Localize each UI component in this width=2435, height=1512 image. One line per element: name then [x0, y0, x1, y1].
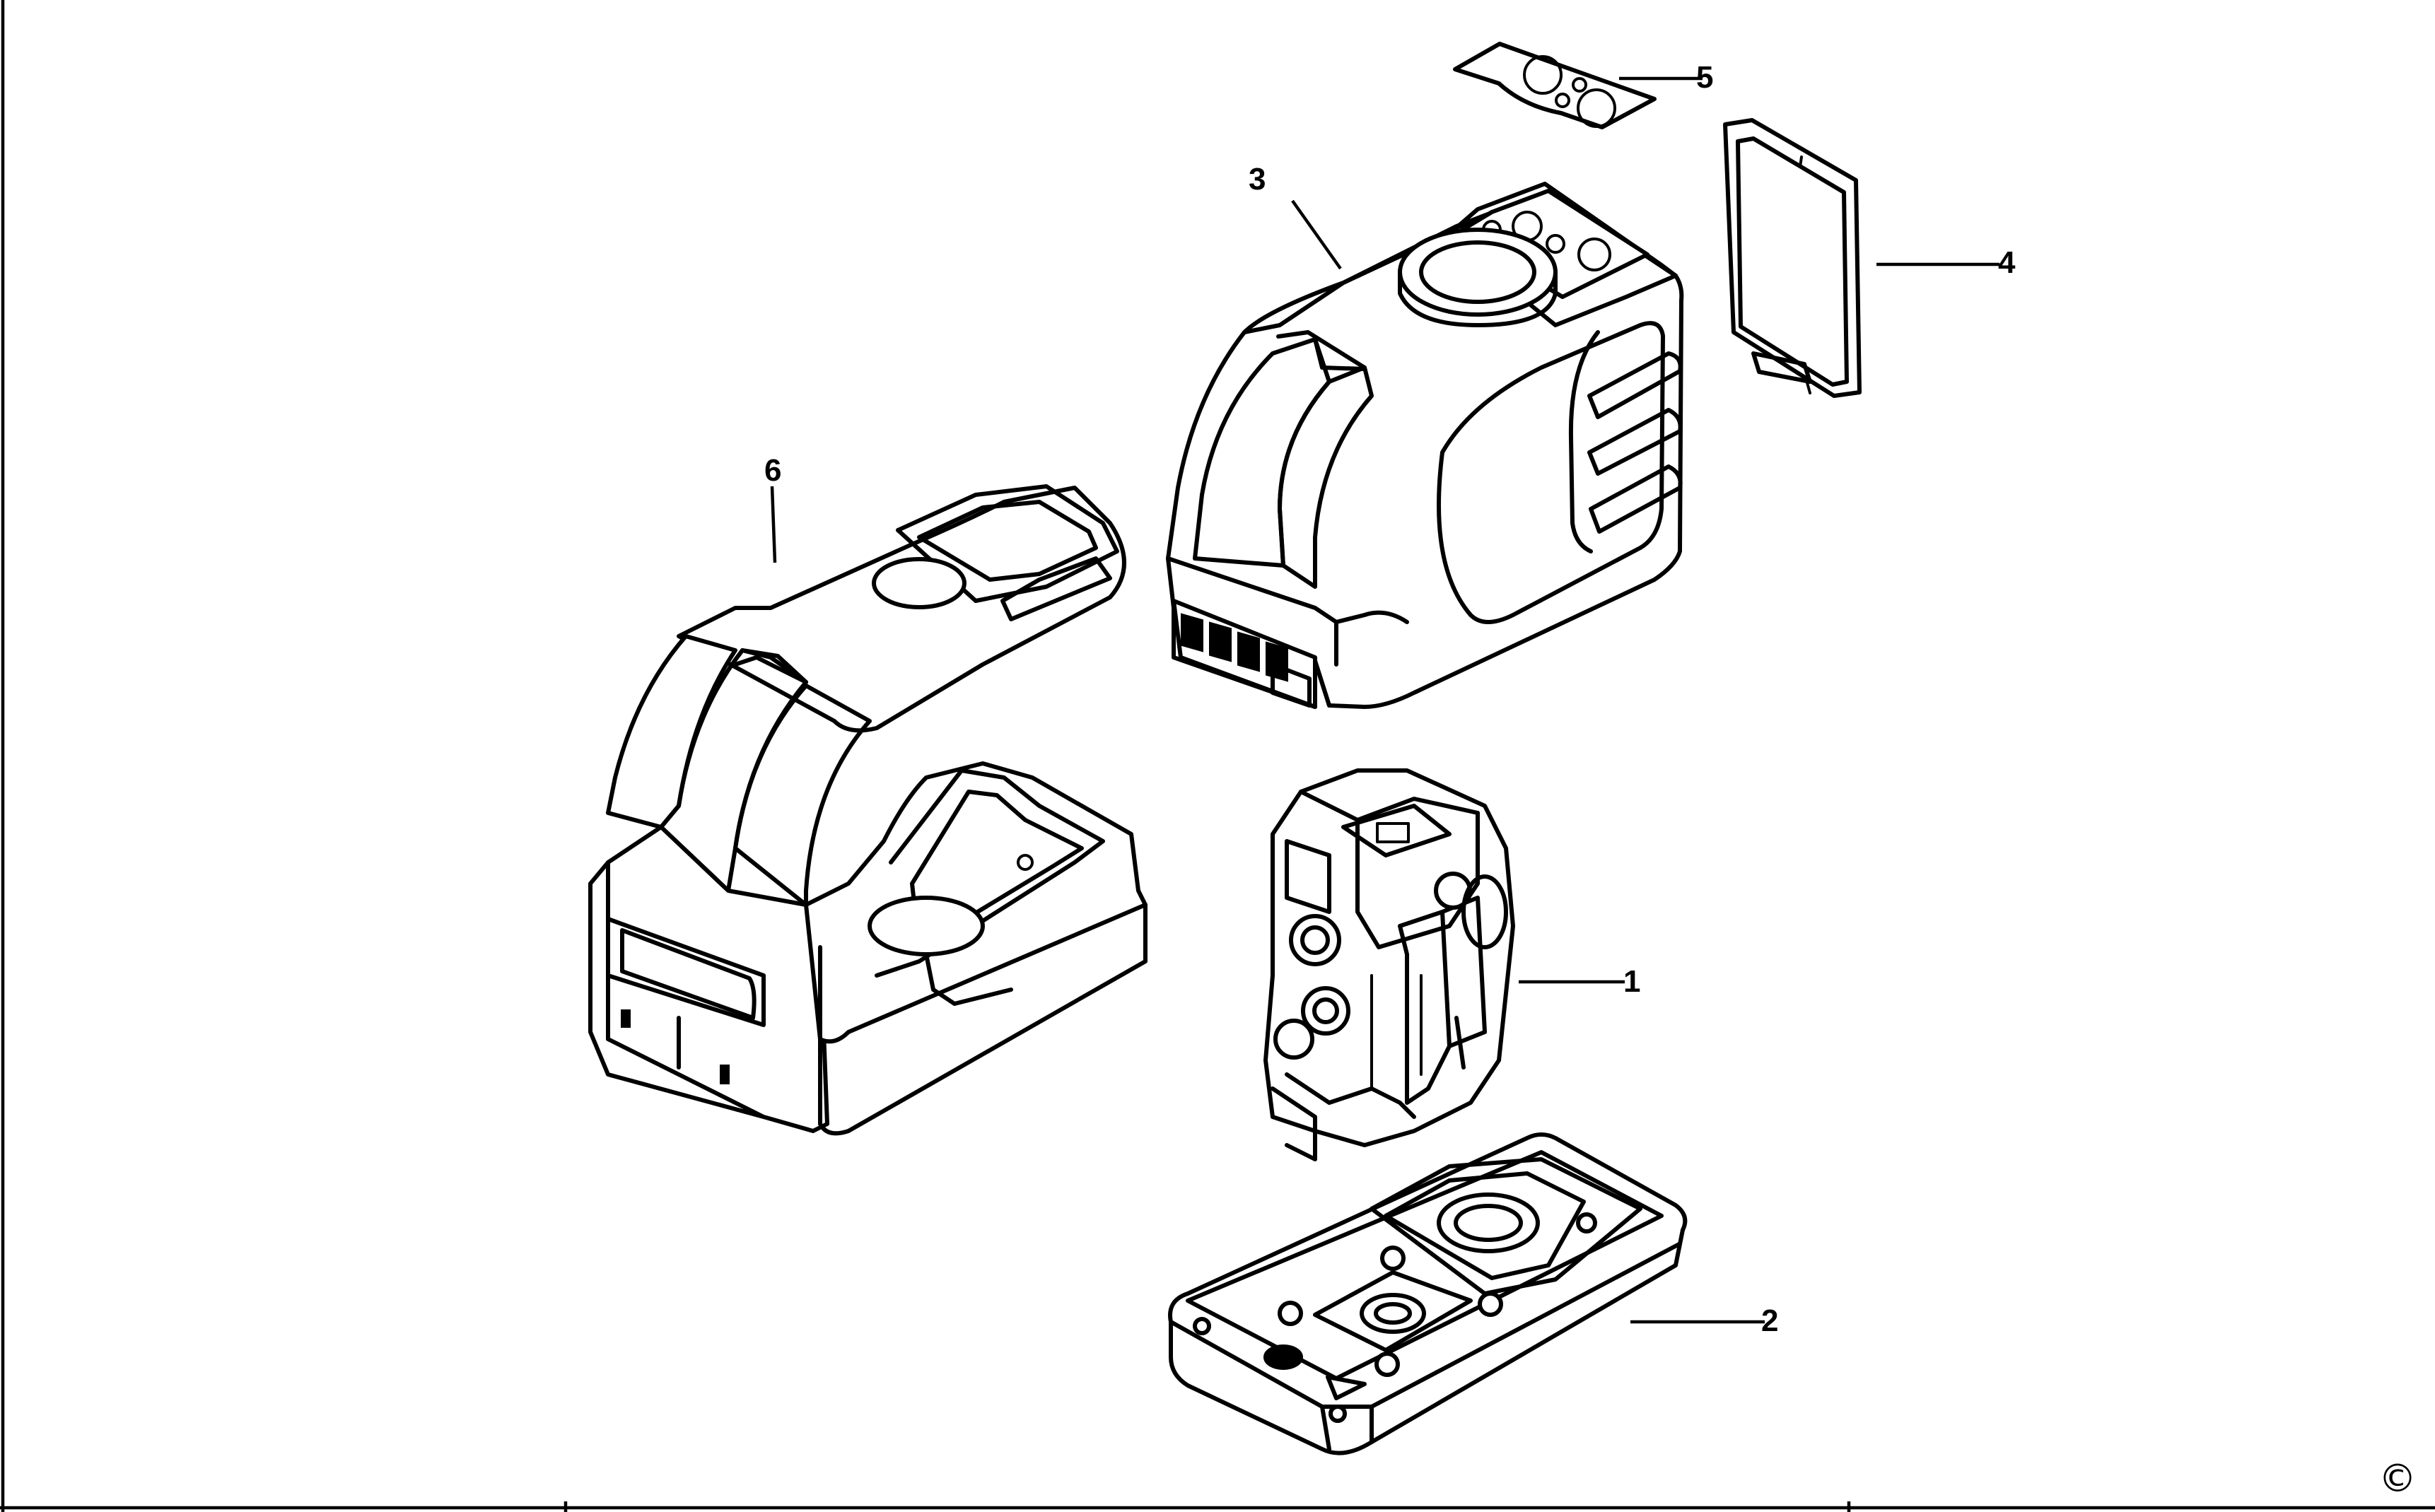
callout-label-3: 3 — [1249, 162, 1266, 197]
part-3-top-housing — [1166, 182, 1684, 709]
part-1-chassis — [1263, 768, 1625, 1161]
copyright-mark: © — [2378, 1456, 2417, 1501]
callout-label-1: 1 — [1623, 964, 1640, 999]
callout-label-4: 4 — [1998, 245, 2016, 280]
part-4-window-frame — [1723, 118, 1862, 398]
part-2-base-plate — [1168, 1132, 1765, 1455]
leader-lines — [1619, 76, 1999, 266]
part-5-gasket — [1453, 42, 1657, 129]
callout-label-5: 5 — [1696, 60, 1713, 95]
callout-label-6: 6 — [764, 453, 781, 488]
callout-label-2: 2 — [1761, 1303, 1778, 1338]
part-6-cover — [588, 484, 1148, 1136]
